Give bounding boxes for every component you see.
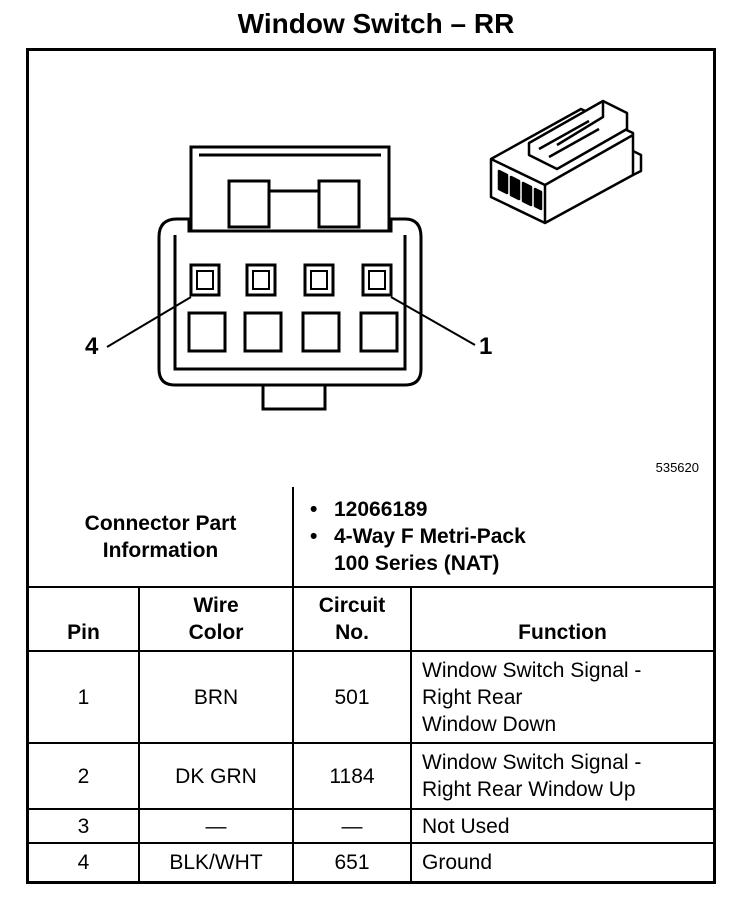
leader-line-pin-1 [390, 296, 476, 346]
circuit-cell: 1184 [292, 742, 412, 810]
connector-description: 4-Way F Metri-Pack 100 Series (NAT) [310, 523, 713, 577]
table-row: 2 DK GRN 1184 Window Switch Signal - Rig… [29, 742, 713, 810]
connector-info-label: Connector Part Information [29, 487, 294, 588]
connector-frame: 4 1 535620 Connector Part Information 12… [26, 48, 716, 884]
pin-cell: 1 [29, 650, 140, 744]
wire-color-cell: DK GRN [138, 742, 294, 810]
function-cell: Window Switch Signal - Right Rear Window… [410, 742, 713, 810]
wire-color-cell: BLK/WHT [138, 842, 294, 881]
function-cell: Not Used [410, 808, 713, 844]
pin-cell: 2 [29, 742, 140, 810]
circuit-cell: 501 [292, 650, 412, 744]
function-cell: Window Switch Signal - Right Rear Window… [410, 650, 713, 744]
table-row: 3 — — Not Used [29, 808, 713, 844]
connector-body [157, 217, 423, 387]
circuit-cell: 651 [292, 842, 412, 881]
leader-line-pin-4 [106, 296, 192, 348]
cavity-4 [189, 263, 221, 297]
figure-id: 535620 [655, 460, 699, 475]
pin-1-label: 1 [479, 333, 493, 360]
connector-face-drawing [106, 99, 643, 411]
pin-cell: 4 [29, 842, 140, 881]
connector-info-row: Connector Part Information 12066189 4-Wa… [29, 487, 713, 588]
cavity-1 [361, 263, 393, 297]
cavity-3 [245, 263, 277, 297]
column-header-function: Function [410, 586, 713, 652]
column-header-pin: Pin [29, 586, 140, 652]
connector-key [261, 385, 327, 411]
cavity-2 [303, 263, 335, 297]
circuit-cell: — [292, 808, 412, 844]
connector-info-values: 12066189 4-Way F Metri-Pack 100 Series (… [292, 487, 713, 588]
pinout-table: Connector Part Information 12066189 4-Wa… [29, 487, 713, 881]
wire-color-cell: BRN [138, 650, 294, 744]
pin-cell: 3 [29, 808, 140, 844]
connector-isometric-view [489, 99, 643, 225]
diagram-title: Window Switch – RR [237, 8, 515, 39]
function-cell: Ground [410, 842, 713, 881]
pin-4-label: 4 [85, 333, 99, 360]
table-row: 4 BLK/WHT 651 Ground [29, 842, 713, 881]
connector-diagram: 4 1 535620 [29, 51, 713, 487]
connector-part-number: 12066189 [310, 496, 713, 523]
table-row: 1 BRN 501 Window Switch Signal - Right R… [29, 650, 713, 744]
wire-color-cell: — [138, 808, 294, 844]
